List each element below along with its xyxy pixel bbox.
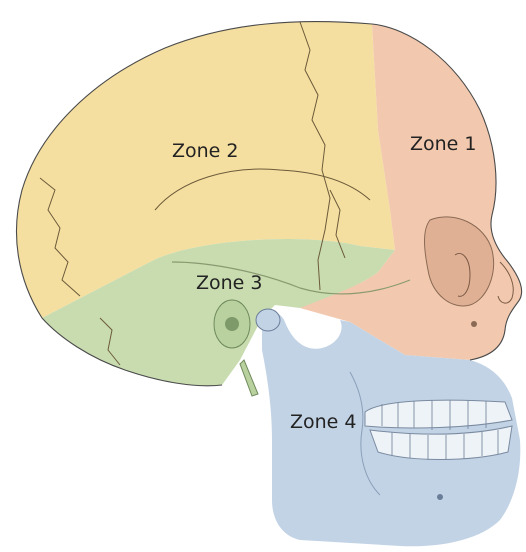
mandibular-condyle: [256, 309, 280, 331]
zone-3-label: Zone 3: [196, 272, 263, 294]
zone-4-label: Zone 4: [290, 411, 357, 433]
zone-1-label: Zone 1: [410, 133, 477, 155]
zone-2-label: Zone 2: [172, 140, 239, 162]
upper-teeth: [365, 400, 512, 428]
infraorbital-foramen: [471, 321, 477, 327]
mental-foramen: [437, 494, 443, 500]
